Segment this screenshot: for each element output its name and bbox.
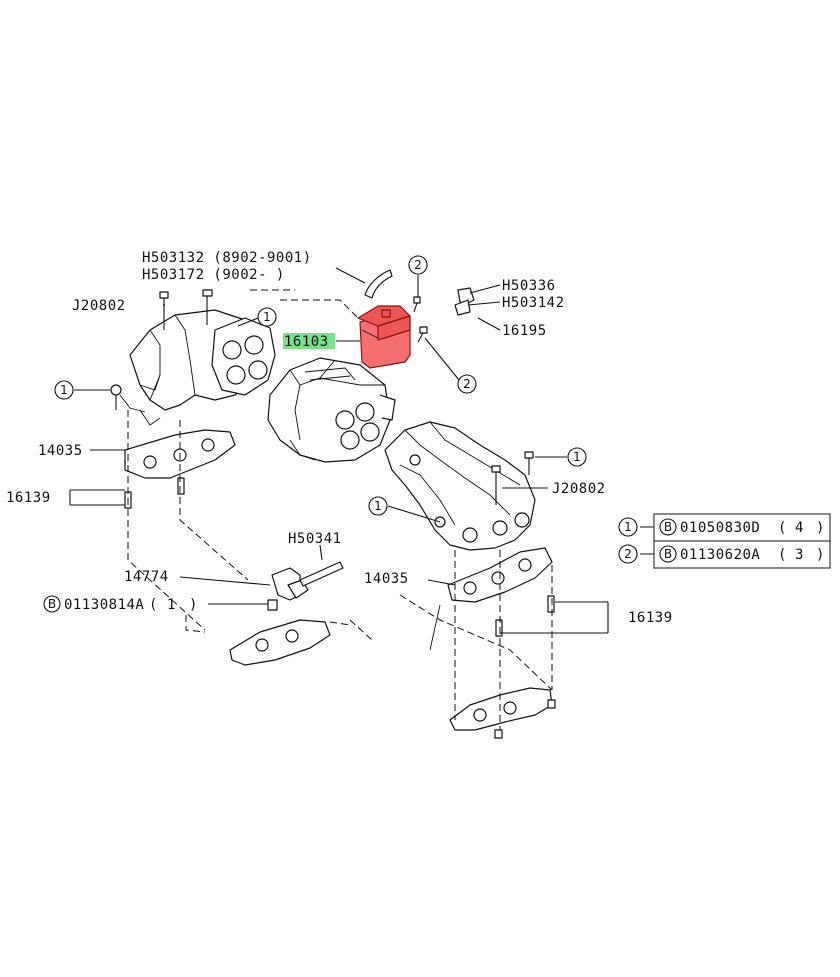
label-16103[interactable]: 16103 <box>284 334 329 350</box>
iac-valve-14774 <box>267 567 309 611</box>
svg-text:2: 2 <box>414 258 422 272</box>
throttle-body <box>267 357 396 463</box>
svg-text:): ) <box>816 520 825 536</box>
pipe-h50341 <box>299 561 344 587</box>
svg-text:1: 1 <box>573 450 581 464</box>
label-14774: 14774 <box>124 569 169 585</box>
svg-text:2: 2 <box>624 547 632 561</box>
intake-manifold-right <box>384 421 536 551</box>
callout-bolt-01130814A: B 01130814A ( 1 ) <box>43 595 198 613</box>
ref-circle-1-top: 1 <box>257 307 277 327</box>
svg-text:B: B <box>48 597 56 611</box>
label-14035-right: 14035 <box>364 571 409 587</box>
lower-head-left <box>185 615 351 666</box>
bolt-left-ref1 <box>110 384 122 410</box>
svg-text:(: ( <box>778 520 787 536</box>
legend-table: 1 B 01050830D ( 4 ) 2 B 01130620A ( 3 ) <box>618 513 831 569</box>
ref-circle-1-left: 1 <box>54 380 74 400</box>
svg-text:1: 1 <box>624 520 632 534</box>
label-h503172: H503172 (9002- ) <box>142 267 285 283</box>
stud-16139-left <box>124 477 185 509</box>
label-h503142: H503142 <box>502 295 565 311</box>
bolt-ref2-top <box>413 296 421 313</box>
bolt-j20802-left <box>159 291 169 330</box>
svg-text:): ) <box>816 547 825 563</box>
label-16195: 16195 <box>502 323 547 339</box>
legend-part-2: 01130620A <box>680 547 760 563</box>
label-j20802-left: J20802 <box>72 298 126 314</box>
label-16103-highlight <box>283 333 335 349</box>
label-16139-left: 16139 <box>6 490 51 506</box>
label-01130814A-qty: 1 <box>167 597 176 613</box>
svg-text:1: 1 <box>60 383 68 397</box>
ref-circle-1-lower: 1 <box>368 496 388 516</box>
ref-circle-2-right: 2 <box>457 374 477 394</box>
label-h50336: H50336 <box>502 278 556 294</box>
legend-qty-2: 3 <box>795 547 804 563</box>
svg-text:1: 1 <box>374 499 382 513</box>
label-01130814A: 01130814A <box>64 597 144 613</box>
legend-qty-1: 4 <box>795 520 804 536</box>
stud-16139-right <box>495 595 555 637</box>
label-h50341: H50341 <box>288 531 342 547</box>
svg-text:B: B <box>664 547 672 561</box>
legend-row-1: 1 B 01050830D ( 4 ) <box>618 517 825 537</box>
bolt-ref2-side <box>417 326 428 343</box>
cylinder-head-right <box>449 687 556 739</box>
label-j20802-right: J20802 <box>552 481 606 497</box>
bolt-j20802-right <box>491 465 501 505</box>
bolt-right-ref1 <box>524 451 534 475</box>
label-h503132: H503132 (8902-9001) <box>142 250 312 266</box>
hose-h503132 <box>364 269 393 299</box>
label-14035-left: 14035 <box>38 443 83 459</box>
legend-row-2: 2 B 01130620A ( 3 ) <box>618 544 825 564</box>
fitting-h50336 <box>454 287 475 316</box>
bolt-top-left <box>202 289 213 325</box>
label-16139-right: 16139 <box>628 610 673 626</box>
ref-circle-1-right: 1 <box>567 447 587 467</box>
intake-manifold-left <box>119 309 276 426</box>
svg-text:1: 1 <box>263 310 271 324</box>
svg-text:(: ( <box>778 547 787 563</box>
svg-text:2: 2 <box>463 377 471 391</box>
ref-circle-2-top: 2 <box>408 255 428 275</box>
svg-text:(: ( <box>149 597 158 613</box>
legend-part-1: 01050830D <box>680 520 760 536</box>
svg-text:): ) <box>189 597 198 613</box>
part-16103-highlighted[interactable] <box>357 305 411 369</box>
svg-text:B: B <box>664 520 672 534</box>
